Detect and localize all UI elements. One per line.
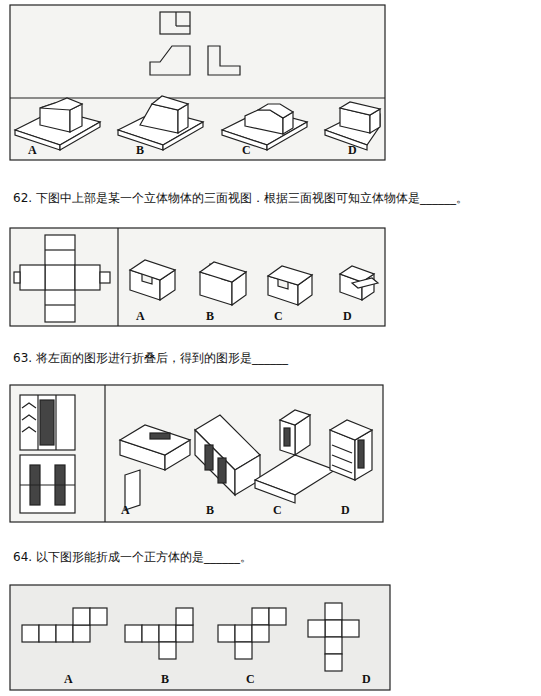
option-letter: B [206,503,214,518]
panel-four [10,585,390,690]
option-letter: B [136,143,144,158]
option-letter: A [121,503,130,518]
option-letter: C [273,503,282,518]
question-text: 63. 将左面的图形进行折叠后，得到的图形是______ [13,350,288,367]
panel-two [10,228,385,326]
option-letter: C [246,672,255,687]
option-letter: B [161,672,169,687]
option-letter: B [206,309,214,324]
option-letter: A [136,309,145,324]
option-letter: A [64,672,73,687]
question-text: 62. 下图中上部是某一个立体物体的三面视图．根据三面视图可知立体物体是____… [13,190,468,207]
option-letter: D [362,672,371,687]
option-letter: C [274,309,283,324]
question-text: 64. 以下图形能折成一个正方体的是______。 [13,549,252,566]
option-letter: D [343,309,352,324]
option-letter: A [28,143,37,158]
option-letter: C [242,143,251,158]
option-letter: D [348,143,357,158]
panel-one [10,5,385,160]
option-letter: D [341,503,350,518]
panel-three [10,385,383,522]
